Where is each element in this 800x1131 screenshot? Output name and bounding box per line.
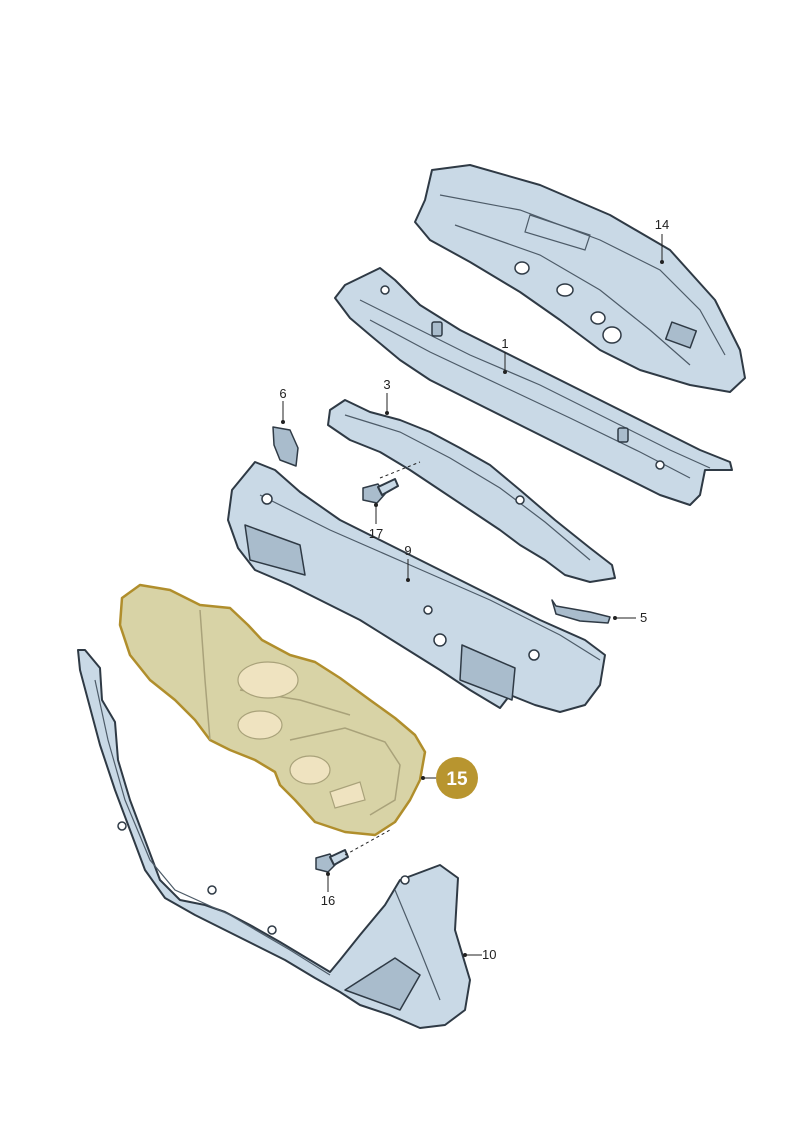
part-15-insulation-mat[interactable]	[118, 583, 427, 837]
callout-6: 6	[279, 386, 286, 401]
callout-leaders	[281, 234, 664, 957]
part-9-lower-cross-member[interactable]	[227, 461, 606, 713]
bolt-17-guide-line	[379, 461, 421, 479]
callout-14: 14	[655, 217, 669, 232]
part-14-cover-panel[interactable]	[414, 164, 746, 393]
callout-17: 17	[369, 526, 383, 541]
part-1-cross-member[interactable]	[334, 267, 733, 506]
callout-10: 10	[482, 947, 496, 962]
part-3-bracket[interactable]	[327, 399, 616, 583]
part-10-lower-frame[interactable]	[77, 649, 471, 1029]
callout-3: 3	[383, 377, 390, 392]
callout-16: 16	[321, 893, 335, 908]
part-17-bolt[interactable]	[362, 478, 399, 504]
callout-1: 1	[501, 336, 508, 351]
bolt-16-guide-line	[344, 829, 391, 856]
part-5-plate[interactable]	[551, 599, 611, 624]
callout-5: 5	[640, 610, 647, 625]
insulation-mat-shape	[118, 583, 427, 837]
callout-15-badge[interactable]: 15	[436, 757, 478, 799]
part-6-small-bracket[interactable]	[272, 426, 299, 467]
callout-9: 9	[404, 543, 411, 558]
callout-15: 15	[446, 769, 468, 790]
part-16-bolt[interactable]	[315, 849, 349, 873]
